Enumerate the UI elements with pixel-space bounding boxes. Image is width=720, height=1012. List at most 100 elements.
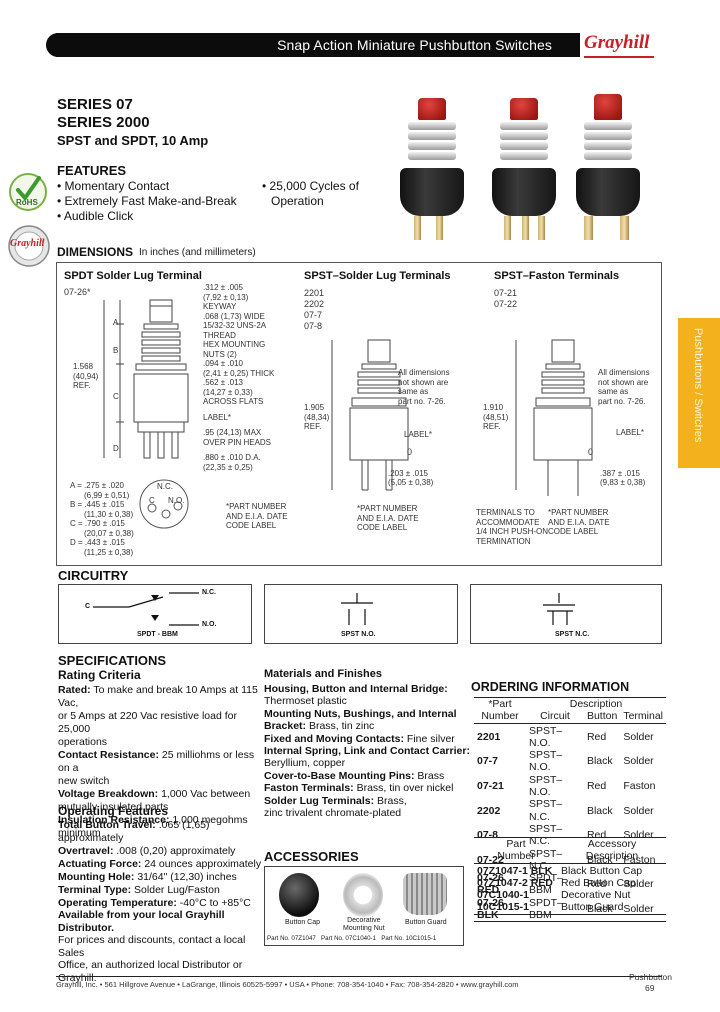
circuit-c: C xyxy=(85,603,91,610)
section-tab: Pushbuttons / Switches xyxy=(678,318,720,468)
dimensions-heading: DIMENSIONS xyxy=(57,245,134,259)
dim-col-parts: 07-21 07-22 xyxy=(494,288,517,310)
dim-text: REF. xyxy=(304,422,322,431)
dimensions-panel xyxy=(56,262,662,566)
dim-text: (5,05 ± 0,38) xyxy=(388,478,434,487)
spec-line: Voltage Breakdown: 1,000 Vac between xyxy=(58,788,251,800)
features-heading: FEATURES xyxy=(57,163,127,178)
spst-sl-note: All dimensions not shown are same as par… xyxy=(398,368,450,406)
specifications-heading: SPECIFICATIONS xyxy=(58,653,167,668)
dim-text: .094 ± .010 xyxy=(203,359,243,368)
dim-col-title-spdt: SPDT Solder Lug Terminal xyxy=(64,270,202,282)
spst-faston-drawing xyxy=(515,339,593,496)
dim-text: .068 (1,73) WIDE xyxy=(203,311,265,321)
dim-text: (22,35 ± 0,25) xyxy=(203,462,253,472)
dim-text: (40,94) xyxy=(73,371,99,381)
rohs-icon xyxy=(9,173,47,211)
dim-col-part: 07-22 xyxy=(494,299,518,309)
section-tab-label: Pushbuttons / Switches xyxy=(692,328,704,443)
dim-col-title-faston: SPST–Faston Terminals xyxy=(494,270,620,282)
dim-text: part no. 7-26. xyxy=(398,396,446,406)
rule xyxy=(474,913,666,915)
features-right: • 25,000 Cycles of Operation xyxy=(262,179,359,209)
dim-text: (48,34) xyxy=(304,412,330,422)
circuit-no: N.O. xyxy=(202,621,217,628)
dim-text: LABEL* xyxy=(404,430,433,439)
col-header: Number xyxy=(497,850,535,863)
dim-text: REF. xyxy=(483,422,501,431)
rohs-badge: RoHS xyxy=(9,170,47,214)
dim-text: (6,99 ± 0,51) xyxy=(84,490,130,500)
spec-line: Total Button Travel: .065 (1,65) approxi… xyxy=(58,819,210,844)
circuitry-heading: CIRCUITRY xyxy=(58,568,129,583)
dim-text: LABEL* xyxy=(203,412,232,422)
dim-text: not shown are xyxy=(598,377,649,387)
material-line: Cover-to-Base Mounting Pins: Brass xyxy=(264,769,445,782)
circuit-spst-no-box: SPST N.O. xyxy=(264,584,458,644)
operating-heading: Operating Features xyxy=(58,804,169,818)
spec-line: mutually insulated parts xyxy=(58,801,169,813)
dim-col-title-spst: SPST–Solder Lug Terminals xyxy=(304,270,451,282)
dim-text: A = .275 ± .020 xyxy=(70,481,124,490)
accessory-name: Button Guard xyxy=(405,919,447,926)
footer-section: Pushbutton xyxy=(629,972,673,982)
dim-text: same as xyxy=(398,387,429,396)
dim-text: 1.910 xyxy=(483,403,504,412)
spec-line: Contact Resistance: 25 milliohms or less… xyxy=(58,749,255,774)
logo-underline xyxy=(584,56,654,58)
dim-col-part: 2202 xyxy=(304,299,325,309)
dim-text: 1.905 xyxy=(304,403,325,412)
switch-photo-1 xyxy=(400,98,468,246)
circuit-caption: SPST N.C. xyxy=(555,631,590,638)
dim-col-part: 07-8 xyxy=(304,321,323,331)
ordering-table-wrap: *Part Description Number Circuit Button … xyxy=(474,697,666,923)
accessories-photo-box: Button Cap Decorative Mounting Nut Butto… xyxy=(264,866,464,946)
accessory-table-wrap: Part Accessory Number Description 07Z104… xyxy=(474,837,666,915)
ordering-heading: ORDERING INFORMATION xyxy=(471,680,630,694)
material-line: Thermoset plastic xyxy=(264,695,347,708)
dimensions-units: In inches (and millimeters) xyxy=(139,247,256,258)
dim-text: TERMINATION xyxy=(476,536,531,546)
dim-text: *PART NUMBER xyxy=(226,502,287,511)
accessory-header-row: Number Description xyxy=(474,850,666,862)
dim-text: (11,25 ± 0,38) xyxy=(84,547,134,557)
dim-col-part: 2201 xyxy=(304,288,325,298)
rule xyxy=(474,837,666,838)
material-line: Internal Spring, Link and Contact Carrie… xyxy=(264,745,470,758)
series-title-07: SERIES 07 xyxy=(57,96,133,113)
col-header: Description xyxy=(585,850,639,863)
rohs-label: RoHS xyxy=(16,198,38,207)
accessory-parts-line: Part No. 07Z1047 Part No. 07C1040-1 Part… xyxy=(267,935,436,942)
dim-text: LABEL* xyxy=(616,428,645,437)
dim-text: (7,92 ± 0,13) xyxy=(203,292,249,302)
dim-text: .880 ± .010 D.A. xyxy=(203,453,261,462)
dim-text: B = .445 ± .015 xyxy=(70,500,125,509)
materials-heading: Materials and Finishes xyxy=(264,668,382,680)
mounting-nut-photo xyxy=(343,873,383,917)
spec-line: Insulation Resistance: 1,000 megohms xyxy=(58,814,248,826)
pin-no: N.O. xyxy=(168,496,185,505)
spdt-height: 1.568 (40,94) REF. xyxy=(73,362,98,391)
distributor-line: Available from your local Grayhill Distr… xyxy=(58,909,225,934)
dim-text: CODE LABEL xyxy=(548,527,599,536)
col-header: Description xyxy=(569,698,623,710)
spec-line: minimum xyxy=(58,827,101,839)
dim-text: CODE LABEL xyxy=(357,523,408,532)
spec-line: Rated: To make and break 10 Amps at 115 … xyxy=(58,684,258,709)
pin-c: C xyxy=(149,496,155,505)
dim-text: *PART NUMBER xyxy=(548,508,609,517)
dim-text: (48,51) xyxy=(483,412,509,422)
dim-text: D = .443 ± .015 xyxy=(70,538,125,547)
spec-line: Mounting Hole: 31/64" (12,30) inches xyxy=(58,871,237,883)
label-zero: 0 xyxy=(588,447,594,457)
accessories-heading: ACCESSORIES xyxy=(264,849,359,864)
materials-list: Housing, Button and Internal Bridge: The… xyxy=(264,683,474,819)
rule xyxy=(474,921,666,923)
